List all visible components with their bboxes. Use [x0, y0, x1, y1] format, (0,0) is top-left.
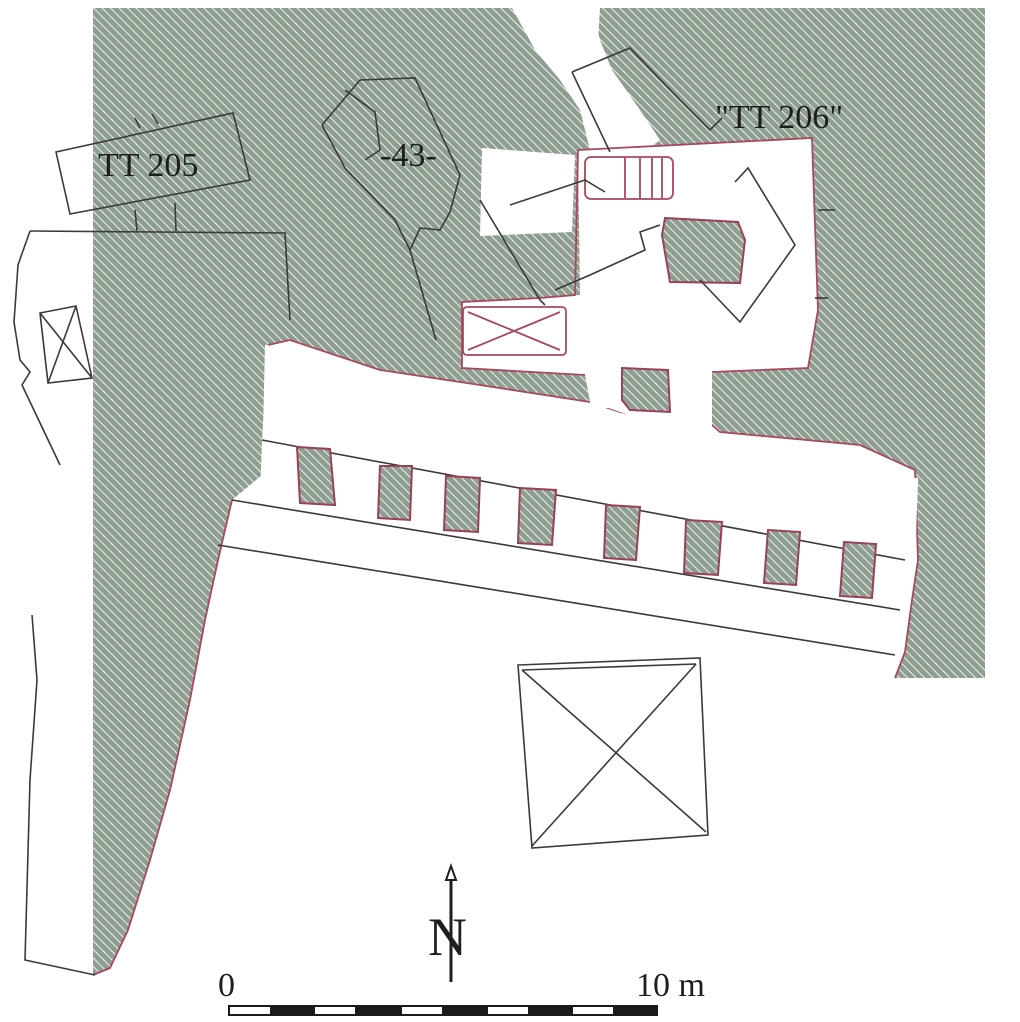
shaft-x — [462, 306, 567, 356]
tt205-outline — [13, 112, 291, 466]
north-label: N — [428, 907, 467, 967]
scale-end-label: 10 m — [636, 967, 705, 1004]
top-gap — [480, 0, 660, 236]
inner-pillar — [621, 366, 672, 414]
facade-pillars — [217, 439, 918, 656]
stairway — [584, 156, 674, 200]
scale-bar: 0 10 m — [218, 967, 705, 1016]
left-outline — [24, 614, 96, 976]
north-arrow-icon: N — [428, 863, 467, 982]
label-tt205: TT 205 — [98, 147, 198, 184]
inner-pillar — [660, 216, 747, 285]
tomb43-outline — [321, 77, 546, 341]
tt206-outline — [571, 47, 835, 299]
large-shaft — [517, 657, 709, 849]
label-tt206: "TT 206" — [715, 99, 843, 136]
tt206-chamber — [461, 137, 819, 430]
scale-start-label: 0 — [218, 967, 235, 1004]
label-tomb-43: -43- — [380, 137, 437, 174]
